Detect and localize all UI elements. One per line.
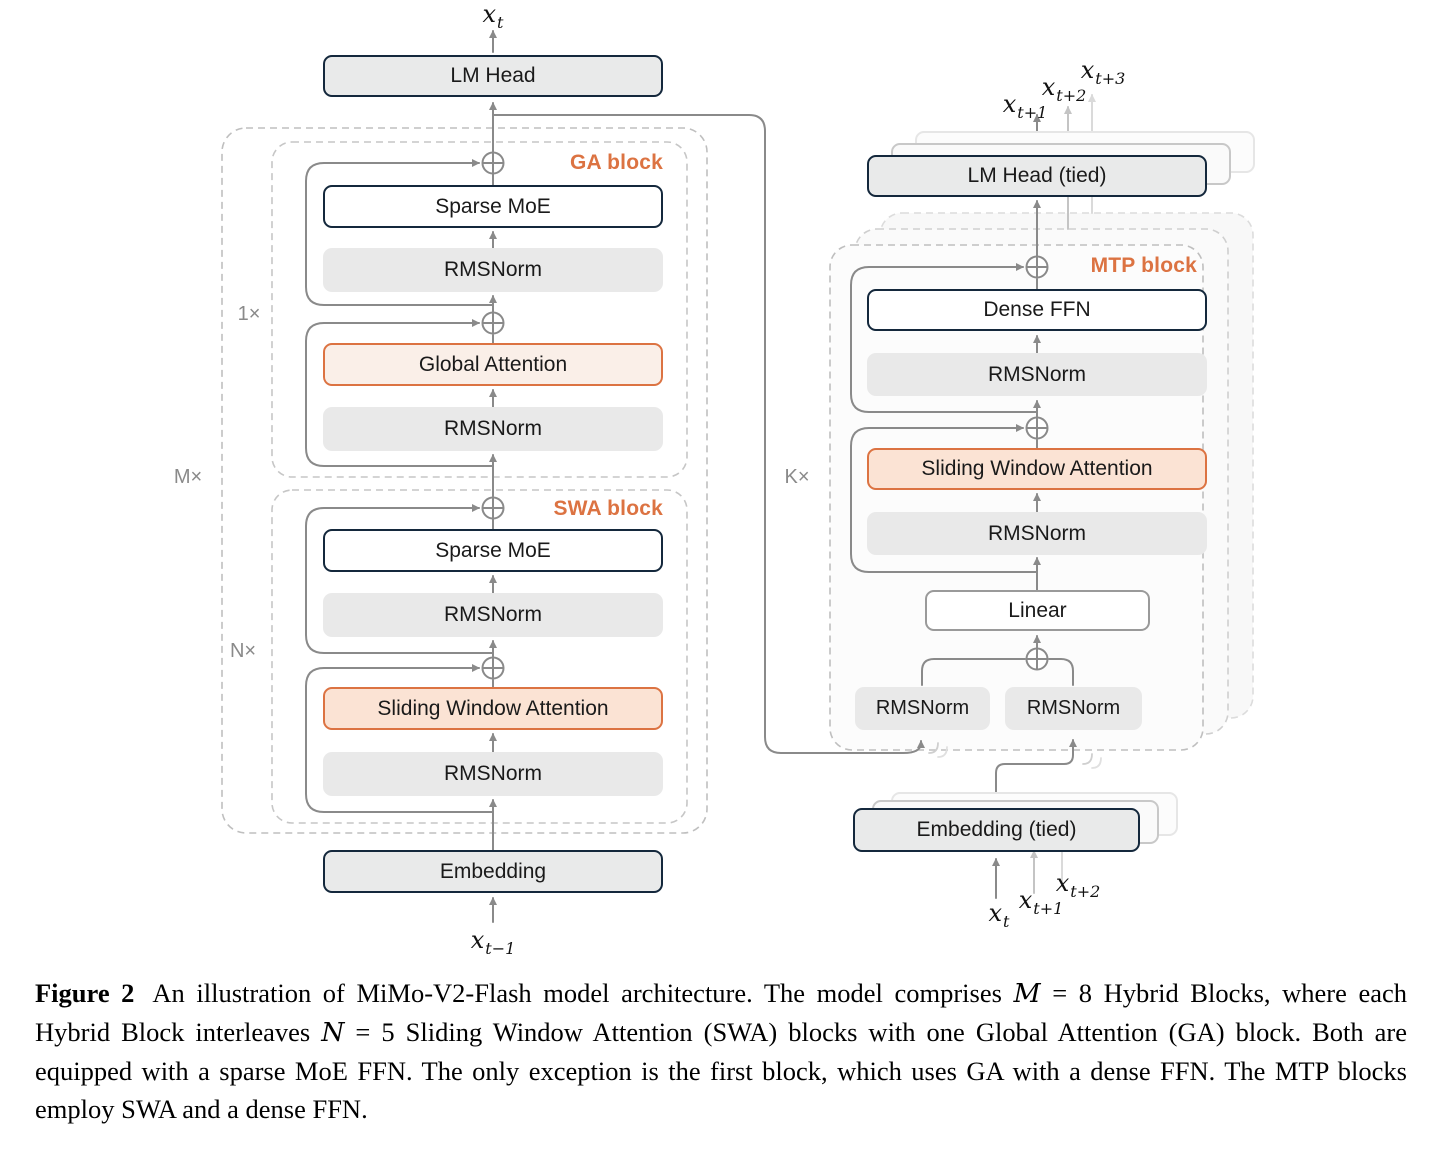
dense-ffn-box: Dense FFN — [867, 289, 1207, 331]
lm-head-tied-box: LM Head (tied) — [867, 155, 1207, 197]
linear-box: Linear — [925, 590, 1150, 631]
math-sub: t+2 — [1056, 85, 1087, 105]
multiplier-nx: N× — [229, 640, 257, 662]
caption-var-m: M — [1013, 978, 1041, 1009]
mtp-flow-arrows — [921, 114, 1077, 899]
output-token-xtp1: xt+1 — [1002, 90, 1048, 120]
rmsnorm-box: RMSNorm — [867, 512, 1207, 555]
output-token-xtp3: xt+3 — [1080, 56, 1126, 86]
sparse-moe-box-swa: Sparse MoE — [323, 529, 663, 572]
swa-label: Sliding Window Attention — [377, 696, 609, 720]
mtp-block-text: MTP block — [1090, 254, 1197, 277]
math-base: x — [470, 926, 485, 954]
math-base: x — [482, 0, 497, 28]
output-token-xt: xt — [482, 0, 504, 30]
sparse-moe-label: Sparse MoE — [435, 194, 551, 218]
hidden-state-connector — [492, 114, 925, 754]
math-base: x — [1080, 56, 1095, 84]
sparse-moe-label: Sparse MoE — [435, 538, 551, 562]
rmsnorm-label: RMSNorm — [875, 697, 970, 719]
sliding-window-attention-box-mtp: Sliding Window Attention — [867, 448, 1207, 490]
rmsnorm-box: RMSNorm — [323, 752, 663, 796]
math-sub: t+1 — [1017, 102, 1048, 122]
rmsnorm-box: RMSNorm — [323, 593, 663, 637]
rmsnorm-label: RMSNorm — [444, 258, 542, 281]
math-base: x — [1055, 869, 1070, 897]
sparse-moe-box-ga: Sparse MoE — [323, 185, 663, 228]
embedding-box: Embedding — [323, 850, 663, 893]
rmsnorm-box-left: RMSNorm — [855, 687, 990, 730]
input-token-xt: xt — [988, 899, 1010, 929]
math-sub: t+2 — [1070, 881, 1101, 901]
hybrid-block-dashed-boxes — [221, 127, 708, 834]
rmsnorm-box: RMSNorm — [323, 248, 663, 292]
caption-text-3: = 5 Sliding Window Attention (SWA) block… — [35, 1017, 1407, 1124]
math-sub: t+3 — [1095, 68, 1126, 88]
math-base: x — [1041, 73, 1056, 101]
caption-text-2: = 8 Hybrid Blocks, where each Hybrid Blo… — [35, 978, 1407, 1047]
math-base: x — [1002, 90, 1017, 118]
input-token-xtm1: xt−1 — [470, 926, 516, 956]
sliding-window-attention-box: Sliding Window Attention — [323, 687, 663, 730]
left-tower-residual-loops — [305, 159, 494, 813]
residual-add-nodes — [481, 151, 1049, 680]
swa-label: Sliding Window Attention — [921, 457, 1153, 480]
math-sub: t+1 — [1033, 898, 1064, 918]
rmsnorm-label: RMSNorm — [988, 521, 1086, 545]
multiplier-kx: K× — [784, 466, 810, 488]
multiplier-mx: M× — [173, 466, 203, 488]
rmsnorm-label: RMSNorm — [444, 762, 542, 785]
dense-ffn-label: Dense FFN — [983, 298, 1091, 321]
rmsnorm-label: RMSNorm — [1026, 697, 1121, 719]
mtp-residual-loops — [850, 263, 1038, 573]
multiplier-1x: 1× — [237, 303, 261, 325]
output-token-xtp2: xt+2 — [1041, 73, 1087, 103]
global-attention-label: Global Attention — [418, 352, 568, 376]
ga-block-text: GA block — [569, 151, 663, 174]
global-attention-box: Global Attention — [323, 343, 663, 386]
connector-stack-echoes — [928, 742, 1102, 769]
rmsnorm-label: RMSNorm — [444, 417, 542, 440]
rmsnorm-box: RMSNorm — [867, 353, 1207, 396]
rmsnorm-box-right: RMSNorm — [1005, 687, 1142, 730]
input-token-xtp2: xt+2 — [1055, 869, 1101, 899]
swa-block-text: SWA block — [553, 497, 663, 520]
rmsnorm-box: RMSNorm — [323, 407, 663, 451]
embedding-tied-label: Embedding (tied) — [916, 818, 1077, 841]
ga-block-label: GA block — [453, 151, 663, 175]
math-base: x — [1018, 886, 1033, 914]
mtp-block-label: MTP block — [987, 254, 1197, 278]
rmsnorm-label: RMSNorm — [988, 362, 1086, 386]
math-sub: t — [1003, 911, 1010, 931]
lm-head-label: LM Head — [450, 64, 536, 87]
figure-caption: Figure 2 An illustration of MiMo-V2-Flash… — [35, 974, 1407, 1128]
embedding-tied-box: Embedding (tied) — [853, 808, 1140, 852]
lm-head-tied-label: LM Head (tied) — [967, 164, 1107, 187]
caption-var-n: N — [321, 1017, 345, 1048]
embedding-label: Embedding — [439, 859, 547, 883]
input-token-xtp1: xt+1 — [1018, 886, 1064, 916]
figure-number: Figure 2 — [35, 978, 135, 1008]
swa-block-label: SWA block — [453, 497, 663, 521]
math-base: x — [988, 899, 1003, 927]
linear-label: Linear — [1008, 598, 1067, 622]
caption-text-1: An illustration of MiMo-V2-Flash model a… — [152, 978, 1014, 1008]
lm-head-box: LM Head — [323, 55, 663, 97]
math-sub: t−1 — [485, 938, 516, 958]
math-sub: t — [497, 12, 504, 32]
rmsnorm-label: RMSNorm — [444, 603, 542, 626]
